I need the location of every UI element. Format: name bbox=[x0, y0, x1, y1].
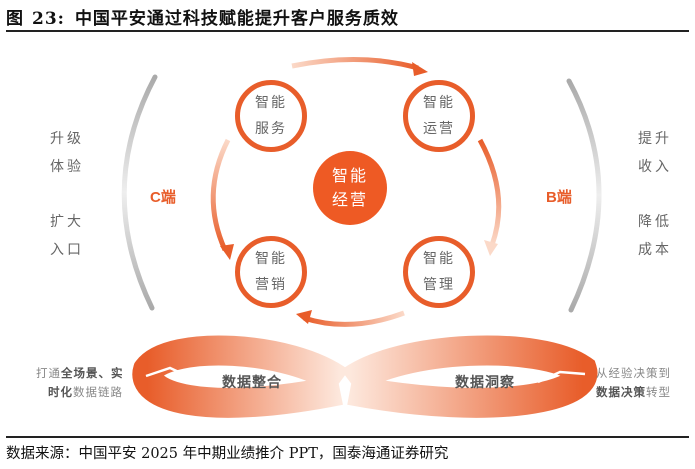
figure-title-text: 中国平安通过科技赋能提升客户服务质效 bbox=[74, 9, 399, 29]
node-smart-management: 智能 管理 bbox=[403, 236, 475, 308]
right-note-line2: 数据决策转型 bbox=[596, 383, 671, 402]
right-label-cost: 降低 成本 bbox=[638, 208, 672, 264]
node-smart-marketing: 智能 营销 bbox=[235, 236, 307, 308]
right-item-3: 降低 bbox=[638, 214, 672, 230]
figure-title: 图 23: 中国平安通过科技赋能提升客户服务质效 bbox=[6, 4, 399, 29]
note-text: 数据链路 bbox=[73, 385, 123, 399]
right-note-line1: 从经验决策到 bbox=[596, 366, 671, 380]
right-note: 从经验决策到 数据决策转型 bbox=[596, 364, 671, 402]
left-item-3: 扩大 bbox=[50, 214, 84, 230]
node-text: 智能 bbox=[423, 95, 455, 111]
left-item-4: 入口 bbox=[50, 242, 84, 258]
note-text: 打通 bbox=[36, 366, 61, 380]
right-label-revenue: 提升 收入 bbox=[638, 125, 672, 181]
left-item-2: 体验 bbox=[50, 159, 84, 175]
note-text-bold: 全场景、实 bbox=[61, 366, 124, 380]
node-text: 智能 bbox=[255, 251, 287, 267]
b-end-title: B端 bbox=[546, 189, 572, 206]
node-smart-operation: 智能 运营 bbox=[403, 80, 475, 152]
node-text: 营销 bbox=[255, 277, 287, 293]
figure-number: 23: bbox=[32, 9, 65, 29]
node-text: 智能 bbox=[423, 251, 455, 267]
left-note-line2: 时化数据链路 bbox=[36, 383, 124, 402]
right-item-1: 提升 bbox=[638, 131, 672, 147]
left-label-upgrade: 升级 体验 bbox=[50, 125, 84, 181]
top-rule bbox=[6, 30, 689, 32]
c-end-title: C端 bbox=[150, 189, 176, 206]
diagram-graphics bbox=[121, 57, 602, 418]
right-item-4: 成本 bbox=[638, 242, 672, 258]
figure-label: 图 bbox=[6, 9, 24, 29]
left-note: 打通全场景、实 时化数据链路 bbox=[36, 364, 124, 402]
center-text: 经营 bbox=[331, 190, 368, 209]
center-smart-business: 智能 经营 bbox=[313, 151, 387, 225]
left-item-1: 升级 bbox=[50, 131, 84, 147]
node-text: 管理 bbox=[423, 277, 455, 293]
right-item-2: 收入 bbox=[638, 159, 672, 175]
left-note-line1: 打通全场景、实 bbox=[36, 364, 124, 383]
source-note: 数据来源：中国平安 2025 年中期业绩推介 PPT，国泰海通证券研究 bbox=[6, 446, 449, 462]
bottom-rule bbox=[6, 436, 689, 438]
data-insight-label: 数据洞察 bbox=[455, 375, 515, 391]
node-smart-service: 智能 服务 bbox=[235, 80, 307, 152]
note-text-bold: 数据决策 bbox=[596, 385, 646, 399]
node-text: 服务 bbox=[255, 121, 287, 137]
left-label-expand: 扩大 入口 bbox=[50, 208, 84, 264]
note-text: 转型 bbox=[646, 385, 671, 399]
note-text-bold: 时化 bbox=[48, 385, 73, 399]
data-integration-label: 数据整合 bbox=[222, 375, 282, 391]
node-text: 智能 bbox=[255, 95, 287, 111]
center-text: 智能 bbox=[331, 166, 368, 185]
node-text: 运营 bbox=[423, 121, 455, 137]
